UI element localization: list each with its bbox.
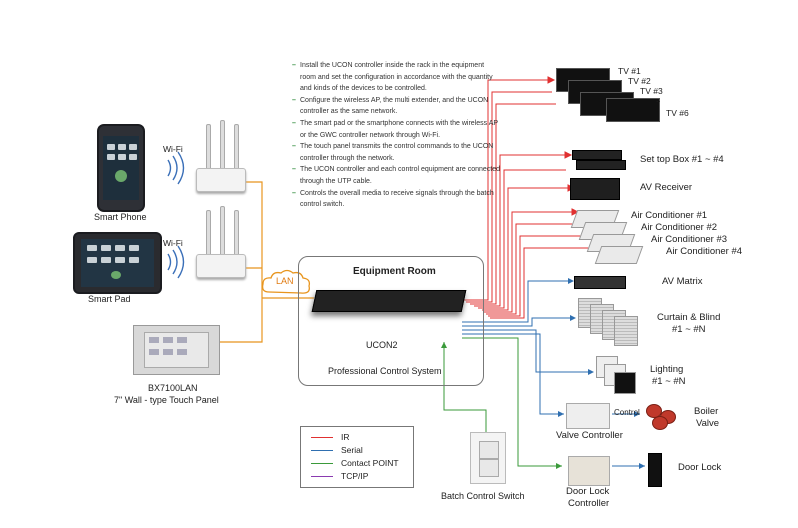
boiler-label: Boiler — [694, 406, 719, 417]
av-matrix-label: AV Matrix — [662, 276, 703, 287]
tv3-label: TV #3 — [640, 86, 663, 96]
ucon-label: UCON2 — [366, 340, 398, 350]
lighting-label: Lighting — [650, 364, 684, 375]
av-receiver-image — [570, 178, 620, 200]
door-lock-label: Door Lock — [678, 462, 722, 473]
lighting-range-label: #1 ~ #N — [652, 376, 686, 387]
note-item: –Controls the overall media to receive s… — [292, 189, 494, 209]
legend: IR Serial Contact POINT TCP/IP — [300, 426, 414, 488]
panel-desc-label: 7" Wall - type Touch Panel — [114, 395, 219, 405]
legend-ir: IR — [311, 432, 350, 442]
system-label: Professional Control System — [328, 366, 442, 376]
ac2-label: Air Conditioner #2 — [641, 222, 718, 233]
smart-pad-image — [73, 232, 162, 294]
tv6-label: TV #6 — [666, 108, 689, 118]
wireless-ap-2 — [196, 206, 246, 280]
valve-label: Valve — [696, 418, 720, 429]
legend-tcpip: TCP/IP — [311, 471, 368, 481]
ac1-label: Air Conditioner #1 — [631, 210, 708, 221]
note-item: –Configure the wireless AP, the multi ex… — [292, 96, 489, 116]
av-matrix-image — [574, 276, 626, 289]
curtain-label: Curtain & Blind — [657, 312, 721, 323]
panel-model-label: BX7100LAN — [148, 383, 198, 393]
batch-switch-image — [470, 432, 506, 484]
air-conditioner-image — [594, 246, 644, 264]
equipment-room-title: Equipment Room — [353, 266, 436, 277]
door-lock-image — [648, 453, 662, 487]
smart-phone-image — [97, 124, 145, 212]
batch-switch-label: Batch Control Switch — [441, 491, 525, 501]
wall-touch-panel — [133, 325, 220, 375]
ac4-label: Air Conditioner #4 — [666, 246, 743, 257]
boiler-valve-image — [652, 416, 668, 430]
instructions-list: –Install the UCON controller inside the … — [292, 60, 500, 211]
set-top-box-image — [576, 160, 626, 170]
equipment-room-box — [298, 256, 484, 386]
note-item: –The touch panel transmits the control c… — [292, 143, 494, 162]
set-top-box-image — [572, 150, 622, 160]
av-receiver-label: AV Receiver — [640, 182, 693, 193]
valve-controller-label: Valve Controller — [556, 430, 623, 441]
wifi-label-1: Wi-Fi — [163, 144, 183, 154]
lan-label: LAN — [276, 276, 294, 286]
doorlock-controller-label-2: Controller — [568, 498, 610, 509]
curtain-image — [614, 316, 638, 346]
ucon-controller — [311, 290, 467, 312]
note-item: –Install the UCON controller inside the … — [292, 62, 493, 93]
lan-cloud — [261, 269, 311, 294]
smart-pad-label: Smart Pad — [88, 294, 131, 304]
tv2-label: TV #2 — [628, 76, 651, 86]
curtain-range-label: #1 ~ #N — [672, 324, 706, 335]
note-item: –The smart pad or the smartphone connect… — [292, 119, 498, 139]
tv-image — [606, 98, 660, 122]
wireless-ap-1 — [196, 120, 246, 194]
legend-serial: Serial — [311, 445, 363, 455]
settop-label: Set top Box #1 ~ #4 — [640, 154, 724, 165]
wifi-label-2: Wi-Fi — [163, 238, 183, 248]
ac3-label: Air Conditioner #3 — [651, 234, 728, 245]
note-item: –The UCON controller and each control eq… — [292, 166, 500, 185]
doorlock-controller-label-1: Door Lock — [566, 486, 610, 497]
legend-contact: Contact POINT — [311, 458, 399, 468]
tv1-label: TV #1 — [618, 66, 641, 76]
control-label: Control — [614, 408, 640, 417]
tv-dots-label: .. — [656, 94, 661, 104]
valve-controller-image — [566, 403, 610, 429]
doorlock-controller-image — [568, 456, 610, 486]
smart-phone-label: Smart Phone — [94, 212, 147, 222]
lighting-switch-image — [614, 372, 636, 394]
